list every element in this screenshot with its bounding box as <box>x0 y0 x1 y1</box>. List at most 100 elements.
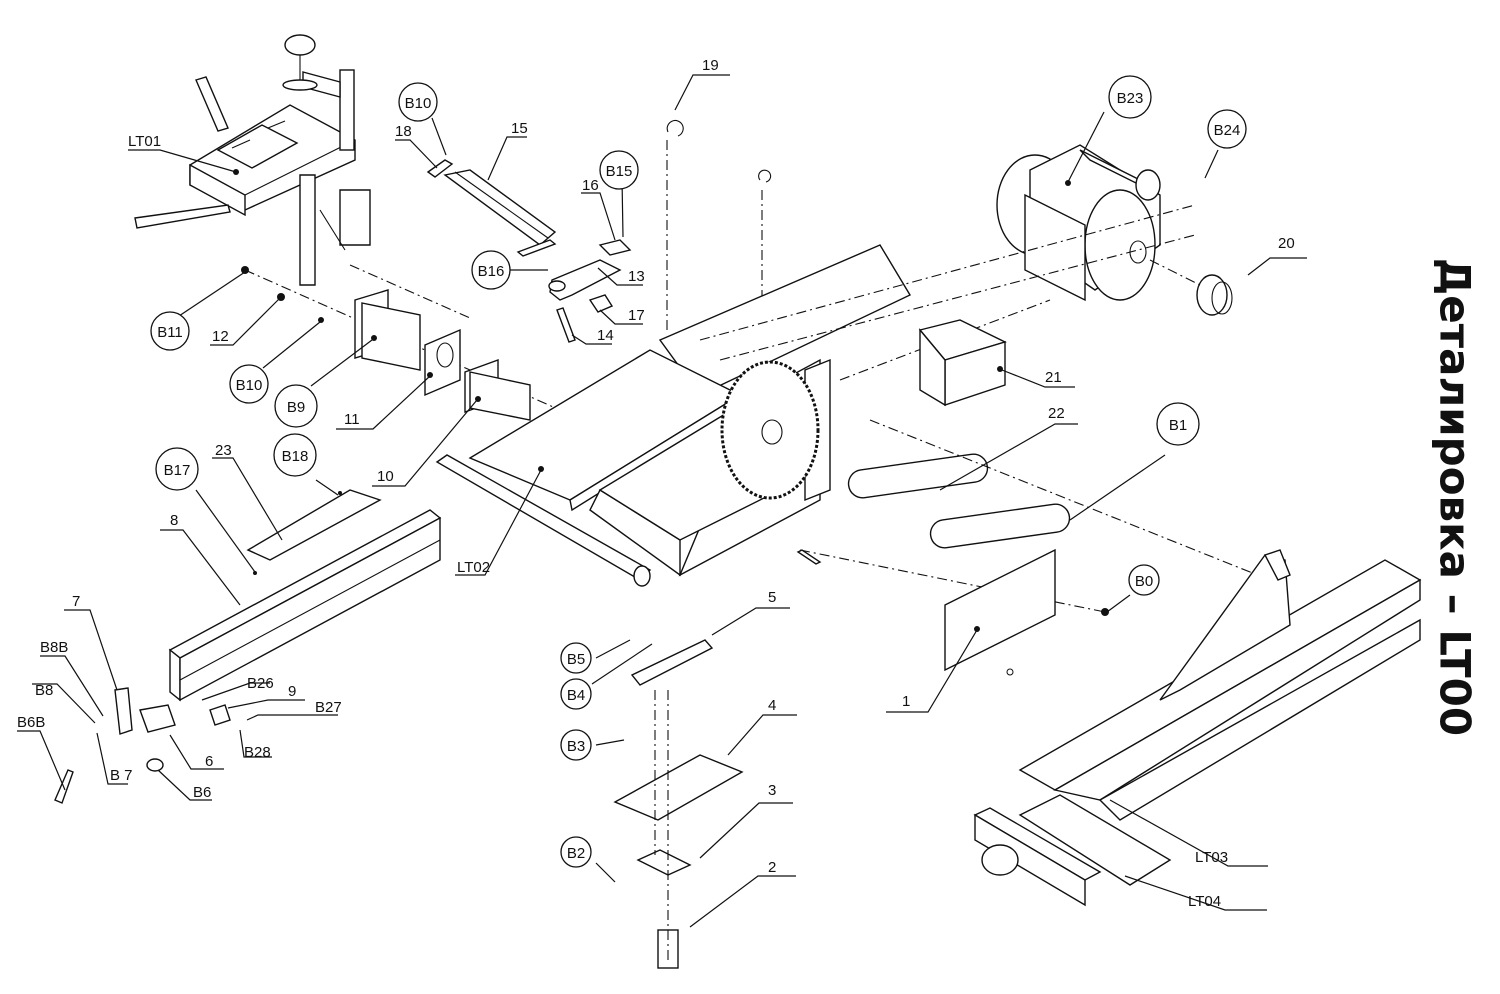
part-b10 <box>318 317 324 323</box>
callout-b17: B17 <box>155 447 199 491</box>
callout-b4: B4 <box>560 678 592 710</box>
callout-b0: B0 <box>1128 564 1160 596</box>
part-8-fence <box>168 509 442 702</box>
part-b1-belt <box>929 503 1071 549</box>
label-b7: B 7 <box>110 767 133 784</box>
part-20-pulley <box>1196 274 1233 316</box>
label-b8b: B8B <box>40 639 68 656</box>
svg-text:B5: B5 <box>567 651 585 668</box>
callout-b24: B24 <box>1207 109 1247 149</box>
svg-text:B24: B24 <box>1214 122 1241 139</box>
svg-text:B9: B9 <box>287 399 305 416</box>
part-9-bracket <box>209 704 231 726</box>
label-22: 22 <box>1048 405 1065 422</box>
part-23-strip <box>246 489 382 561</box>
label-14: 14 <box>597 327 614 344</box>
part-11-plate <box>424 328 461 397</box>
label-b6: B6 <box>193 784 211 801</box>
svg-text:B10: B10 <box>236 377 263 394</box>
part-b11 <box>241 266 249 274</box>
label-b26: B26 <box>247 675 274 692</box>
part-b23-motor <box>996 144 1161 302</box>
callout-b10-left: B10 <box>229 364 269 404</box>
label-17: 17 <box>628 307 645 324</box>
label-23: 23 <box>215 442 232 459</box>
label-b28: B28 <box>244 744 271 761</box>
label-lt01: LT01 <box>128 133 161 150</box>
label-18: 18 <box>395 123 412 140</box>
callout-b3: B3 <box>560 729 592 761</box>
label-lt02: LT02 <box>457 559 490 576</box>
svg-text:B2: B2 <box>567 845 585 862</box>
part-pin <box>796 549 822 565</box>
label-16: 16 <box>582 177 599 194</box>
part-22-belt <box>847 453 989 499</box>
label-b6b: B6B <box>17 714 45 731</box>
svg-text:B11: B11 <box>157 324 183 341</box>
part-13-lever <box>548 259 622 301</box>
label-b8: B8 <box>35 682 53 699</box>
label-b27: B27 <box>315 699 342 716</box>
part-b6-knob <box>146 758 164 772</box>
saw-blade <box>720 360 820 500</box>
label-8: 8 <box>170 512 178 529</box>
callout-b23: B23 <box>1108 75 1152 119</box>
part-10-bracket <box>464 359 531 421</box>
label-3: 3 <box>768 782 776 799</box>
callout-b5: B5 <box>560 642 592 674</box>
label-6: 6 <box>205 753 213 770</box>
leader-lines <box>17 74 1307 928</box>
part-14-pin <box>556 307 576 343</box>
part-21-bracket <box>918 319 1007 407</box>
label-15: 15 <box>511 120 528 137</box>
label-10: 10 <box>377 468 394 485</box>
svg-text:B10: B10 <box>405 95 432 112</box>
part-b0 <box>1101 608 1109 616</box>
label-19: 19 <box>702 57 719 74</box>
page-title: Деталировка – LT00 <box>1430 257 1480 737</box>
label-11: 11 <box>344 411 360 428</box>
part-17 <box>588 294 614 313</box>
label-20: 20 <box>1278 235 1295 252</box>
label-5: 5 <box>768 589 776 606</box>
label-12: 12 <box>212 328 229 345</box>
callout-b10-top: B10 <box>398 82 438 122</box>
label-1: 1 <box>902 693 910 710</box>
part-7-plate <box>114 687 133 735</box>
part-b9-bracket <box>354 289 421 371</box>
svg-text:B15: B15 <box>606 163 633 180</box>
label-4: 4 <box>768 697 776 714</box>
label-2: 2 <box>768 859 776 876</box>
part-4-plate <box>613 754 744 821</box>
label-21: 21 <box>1045 369 1062 386</box>
callout-b15: B15 <box>599 150 639 190</box>
callout-b1: B1 <box>1156 402 1200 446</box>
part-16 <box>598 239 632 256</box>
label-13: 13 <box>628 268 645 285</box>
svg-text:B18: B18 <box>282 448 309 465</box>
svg-text:B23: B23 <box>1117 90 1144 107</box>
callout-b11: B11 <box>150 311 190 351</box>
part-1-cover <box>944 548 1056 676</box>
part-15-rail <box>443 169 557 246</box>
label-7: 7 <box>72 593 80 610</box>
callout-b18: B18 <box>273 433 317 477</box>
part-3-base <box>636 849 692 876</box>
svg-text:B16: B16 <box>478 263 505 280</box>
callout-b9: B9 <box>274 384 318 428</box>
plain-labels: LT01 18 15 19 16 13 17 14 20 21 22 12 11… <box>17 57 1295 910</box>
svg-text:B1: B1 <box>1169 417 1187 434</box>
callout-b16: B16 <box>471 250 511 290</box>
part-5-clamp <box>630 639 714 686</box>
part-lt03-rail <box>1018 549 1422 821</box>
svg-text:B3: B3 <box>567 738 585 755</box>
label-lt03: LT03 <box>1195 849 1228 866</box>
svg-text:B0: B0 <box>1135 573 1153 590</box>
svg-text:B4: B4 <box>567 687 585 704</box>
callout-b2: B2 <box>560 836 592 868</box>
part-lt01-carriage <box>134 34 371 286</box>
label-9: 9 <box>288 683 296 700</box>
part-lt04-table <box>973 794 1172 907</box>
part-6-block <box>139 704 176 733</box>
part-18 <box>426 159 454 178</box>
